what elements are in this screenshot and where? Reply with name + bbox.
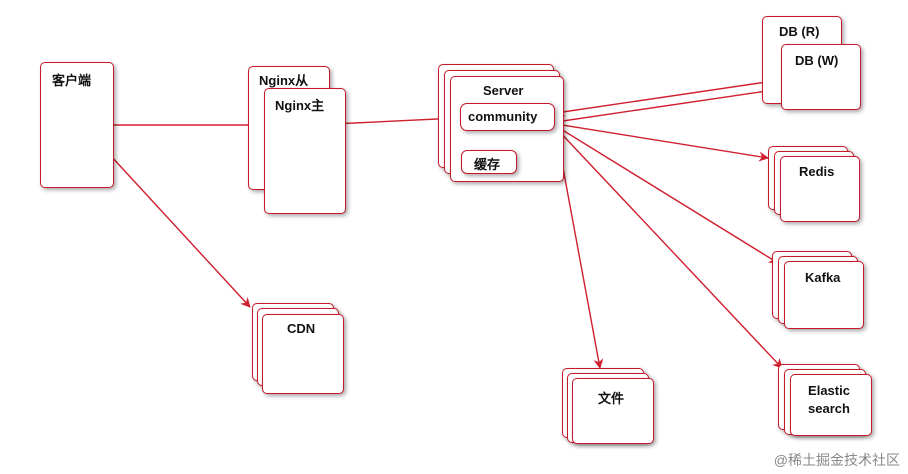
- server-label: Server: [483, 83, 524, 98]
- arrow-nginx-to-community: [332, 113, 459, 125]
- kafka-box: [784, 261, 864, 329]
- db-r-label: DB (R): [779, 24, 820, 39]
- nginx-master-box: [264, 88, 346, 214]
- community-label: community: [468, 109, 538, 124]
- redis-box: [780, 156, 860, 222]
- cache-label: 缓存: [474, 157, 501, 172]
- arrow-community-to-redis: [555, 123, 769, 162]
- arrow-dbr-to-community: [555, 79, 781, 117]
- elastic-label: Elastic search: [790, 382, 868, 418]
- arrow-community-to-elastic: [555, 127, 783, 369]
- watermark-text: @稀土掘金技术社区: [773, 452, 900, 468]
- arrow-community-to-kafka: [555, 125, 779, 264]
- arrow-community-to-dbw: [555, 84, 788, 123]
- redis-label: Redis: [799, 164, 835, 179]
- elastic-label-line1: Elastic: [808, 383, 850, 398]
- cdn-box: [262, 314, 344, 394]
- client-box: [40, 62, 114, 188]
- elastic-box: [790, 374, 872, 436]
- file-box: [572, 378, 654, 444]
- file-label: 文件: [598, 391, 625, 406]
- db-w-box: [781, 44, 861, 110]
- kafka-label: Kafka: [805, 270, 841, 285]
- db-w-label: DB (W): [795, 53, 839, 68]
- cache-box: [461, 150, 517, 174]
- nginx-master-label: Nginx主: [275, 98, 325, 113]
- elastic-label-line2: search: [808, 401, 850, 416]
- community-box: [460, 103, 555, 131]
- arrow-client-to-cdn: [109, 154, 251, 308]
- client-label: 客户端: [52, 73, 92, 88]
- cdn-label: CDN: [287, 321, 316, 336]
- nginx-slave-label: Nginx从: [259, 73, 309, 88]
